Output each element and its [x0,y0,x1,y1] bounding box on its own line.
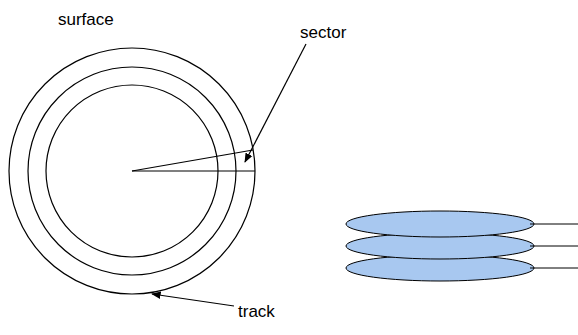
surface-label: surface [58,11,114,30]
platter [346,211,534,237]
track-label: track [238,303,275,322]
arm-line [530,246,578,247]
leader-line [152,294,234,306]
arm-line [530,224,578,225]
sector-edge [132,170,255,171]
leader-line [245,44,306,162]
arm-line [530,268,578,269]
outer-track [9,48,255,294]
sector-edge [132,150,253,171]
sector-label: sector [300,24,346,43]
